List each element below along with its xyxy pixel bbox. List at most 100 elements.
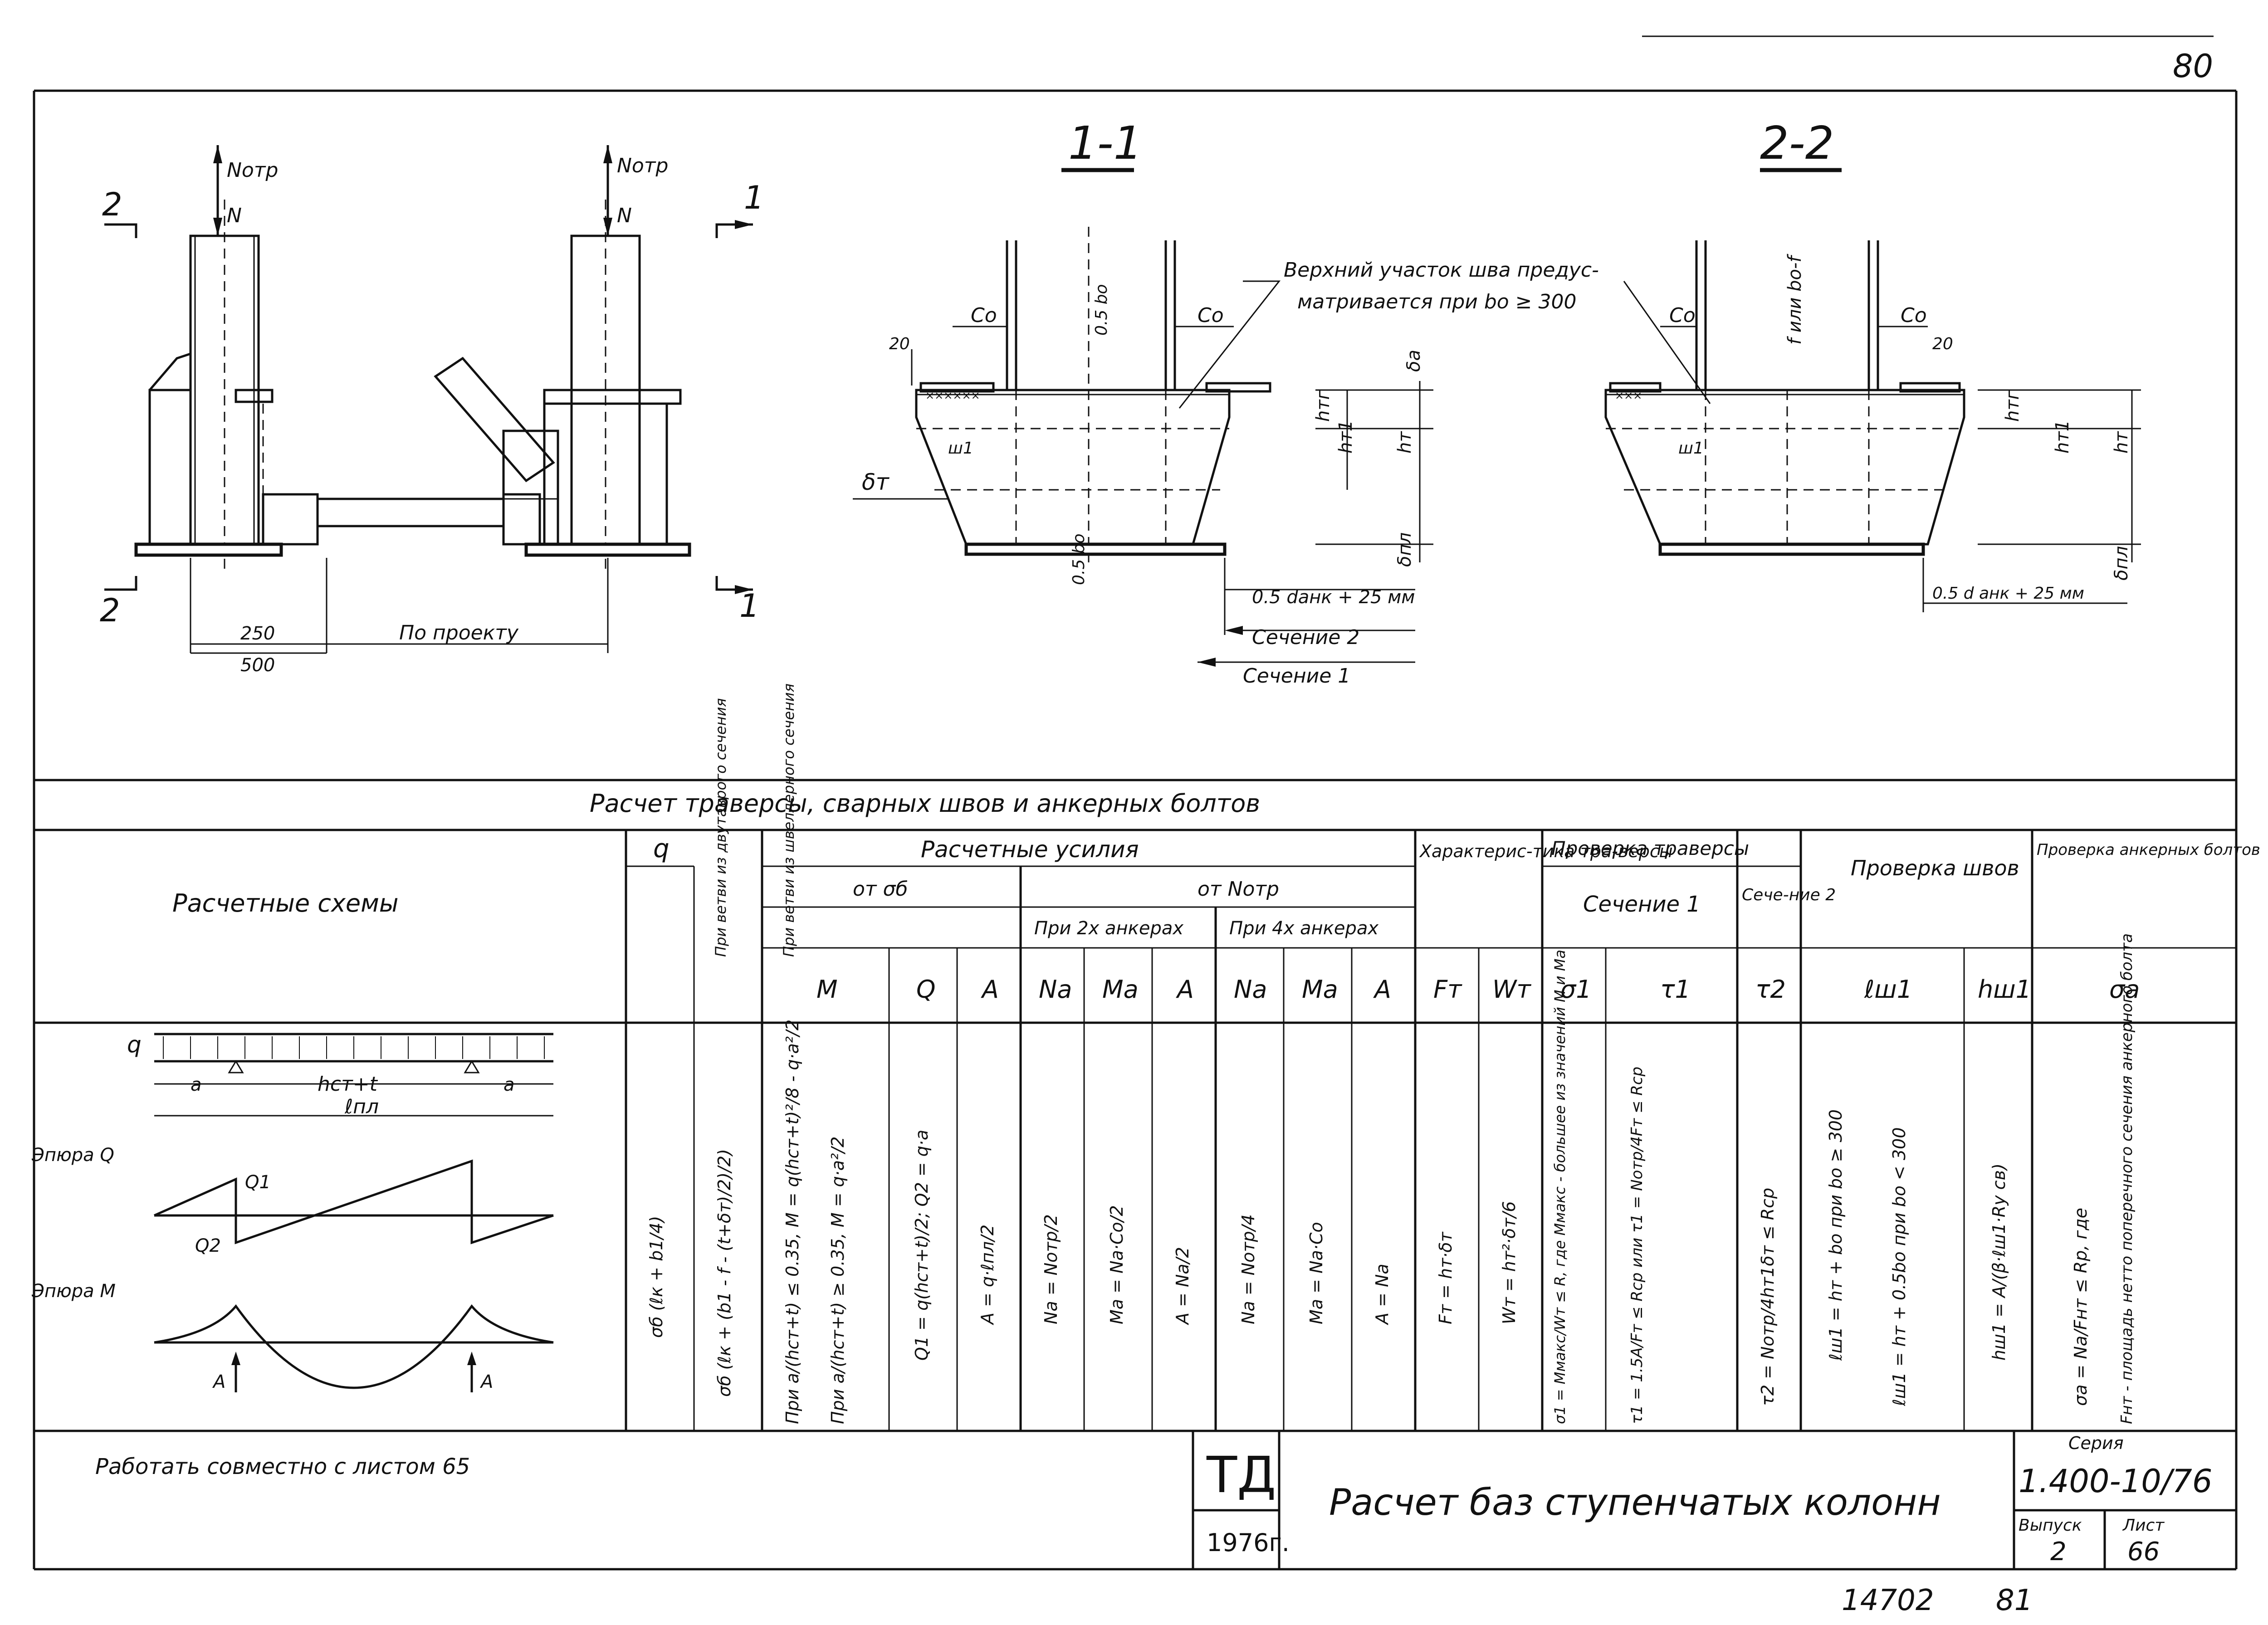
sub-header-ma4: Ma — [1302, 975, 1338, 1004]
header-check-trav: Проверка траверсы — [1551, 837, 1749, 859]
dim-500: 500 — [240, 655, 275, 676]
section-2-ht1: hт1 — [2052, 420, 2073, 454]
sub-header-sigma-a: σa — [2109, 975, 2140, 1004]
formula-tau2: τ2 = Nотр/4hт1δт ≤ Rср — [1758, 1188, 1778, 1406]
cut-mark-1-top: 1 — [744, 179, 764, 216]
formula-sigma-a-note: Fнт - площадь нетто поперечного сечения … — [2118, 933, 2136, 1424]
scheme-a-left: a — [191, 1074, 202, 1095]
archive-number: 14702 — [1842, 1584, 1934, 1617]
cut-mark-2-bottom: 2 — [100, 592, 120, 629]
header-schemes: Расчетные схемы — [172, 889, 399, 917]
sub-header-na4: Na — [1234, 975, 1267, 1004]
header-sec1: Сечение 1 — [1583, 892, 1701, 917]
header-from-notr: от Nотр — [1198, 878, 1279, 901]
section-2-weld-label: ш1 — [1678, 439, 1704, 458]
section-1-c0-left: Co — [971, 304, 997, 327]
section-2-label: Сечение 2 — [1252, 626, 1359, 649]
force-notr-1: Nотр — [227, 159, 278, 182]
formula-q2: σб (ℓк + (b1 - f - (t+δт)/2)/2) — [714, 1149, 734, 1397]
sub-header-ft: Fт — [1433, 975, 1462, 1004]
formula-ma2: Ma = Na·Co/2 — [1107, 1205, 1127, 1324]
series-value: 1.400-10/76 — [2019, 1463, 2212, 1500]
section-1-1 — [853, 168, 1433, 667]
section-1-05b0-top: 0.5 bo — [1092, 284, 1111, 336]
formula-a4: A = Na — [1372, 1264, 1392, 1326]
calc-scheme — [153, 1033, 554, 1392]
section-1-title: 1-1 — [1068, 117, 1142, 170]
section-1-note: Верхний участок шва предус- — [1284, 259, 1599, 282]
cut-mark-1-bottom: 1 — [739, 587, 760, 625]
section-2-ht: hт — [2111, 431, 2132, 454]
sheet-number-top: 80 — [2173, 48, 2213, 85]
calc-table — [34, 779, 2236, 1432]
sub-header-ma2: Ma — [1102, 975, 1139, 1004]
force-n-1: N — [227, 204, 242, 227]
header-q-sub2: При ветви из швеллерного сечения — [780, 683, 797, 957]
section-1-note-2: матривается при bo ≥ 300 — [1297, 290, 1577, 313]
section-2-weld-marks: ××× — [1615, 389, 1642, 402]
reaction-2: A — [479, 1371, 493, 1392]
formula-tau1: τ1 = 1.5A/Fт ≤ Rср или τ1 = Nотр/4Fт ≤ R… — [1628, 1067, 1646, 1424]
formula-m1: При a/(hст+t) ≤ 0.35, M = q(hст+t)²/8 - … — [782, 1020, 802, 1424]
scheme-span: hст+t — [318, 1073, 378, 1096]
sub-header-tau1: τ1 — [1660, 975, 1691, 1004]
load-arrows — [163, 1036, 545, 1059]
header-2-anchors: При 2х анкерах — [1034, 918, 1183, 939]
header-check-welds: Проверка швов — [1851, 856, 2019, 880]
section-1-delta-a: δa — [1403, 350, 1424, 372]
header-char: Характерис-тика тра-версы — [1419, 841, 1673, 861]
section-2-f: f или bo-f — [1784, 254, 1805, 345]
sheet-value: 66 — [2127, 1537, 2160, 1566]
sub-header-m: M — [816, 975, 838, 1004]
formula-sigma1: σ1 = Mмакс/Wт ≤ R, где Mмакс - большее и… — [1551, 950, 1569, 1424]
formula-a-sigma: A = q·ℓпл/2 — [978, 1225, 997, 1326]
section-1-dim-anchor: 0.5 dанк + 25 мм — [1252, 587, 1415, 608]
epure-q2: Q2 — [195, 1235, 221, 1256]
page-number: 81 — [1996, 1584, 2033, 1617]
sub-header-lw1: ℓш1 — [1864, 975, 1912, 1004]
formula-na2: Na = Nотр/2 — [1041, 1214, 1061, 1324]
table-title: Расчет траверсы, сварных швов и анкерных… — [590, 789, 1260, 818]
scheme-length: ℓпл — [344, 1095, 379, 1118]
formula-wt: Wт = hт²·δт/6 — [1499, 1201, 1519, 1324]
section-1-weld-marks: ×××××× — [925, 389, 980, 402]
epure-m-label: Эпюра М — [31, 1281, 116, 1302]
formula-lw1a: ℓш1 = hт + bo при bo ≥ 300 — [1826, 1109, 1846, 1361]
formula-hw1: hш1 = A/(β·ℓш1·Rу св) — [1989, 1163, 2009, 1361]
epure-q-label: Эпюра Q — [31, 1145, 114, 1166]
section-1-c0-right: Co — [1198, 304, 1224, 327]
force-notr-2: Nотр — [617, 154, 668, 177]
section-1-weld-label: ш1 — [948, 439, 973, 458]
formula-a2: A = Na/2 — [1173, 1247, 1193, 1326]
formula-q1: σб (ℓк + b1/4) — [646, 1216, 666, 1338]
section-2-c0-right: Co — [1901, 304, 1927, 327]
formula-ma4: Ma = Na·Co — [1306, 1222, 1326, 1324]
cut-mark-2-top: 2 — [102, 186, 122, 223]
header-4-anchors: При 4х анкерах — [1229, 918, 1378, 939]
section-2-c0-left: Co — [1669, 304, 1696, 327]
formula-lw1b: ℓш1 = hт + 0.5bo при bo < 300 — [1889, 1127, 1909, 1406]
formula-na4: Na = Nотр/4 — [1238, 1214, 1258, 1324]
header-q: q — [653, 834, 670, 864]
title-logo: ТД — [1206, 1446, 1276, 1504]
series-label: Серия — [2068, 1433, 2124, 1453]
header-q-sub1: При ветви из двутаврого сечения — [712, 698, 729, 957]
section-1-20: 20 — [889, 335, 910, 353]
formula-q-force: Q1 = q(hст+t)/2; Q2 = q·a — [912, 1130, 932, 1361]
section-1-05b0-bottom: 0.5 bo — [1070, 533, 1088, 585]
issue-label: Выпуск — [2019, 1516, 2082, 1535]
sub-header-a2: A — [1176, 975, 1194, 1004]
section-2-2 — [1604, 168, 2141, 612]
header-forces: Расчетные усилия — [921, 836, 1139, 863]
sub-header-sigma1: σ1 — [1560, 975, 1592, 1004]
header-sec2: Сече-ние 2 — [1742, 886, 1836, 904]
reaction-1: A — [212, 1371, 225, 1392]
section-2-delta-pl: δпл — [2111, 546, 2132, 581]
sub-header-hw1: hш1 — [1978, 975, 2031, 1004]
epure-q1: Q1 — [245, 1172, 271, 1193]
title-year: 1976г. — [1207, 1528, 1290, 1557]
sub-header-wt: Wт — [1492, 975, 1531, 1004]
section-2-htg: hтг — [2002, 390, 2023, 422]
sub-header-q: Q — [916, 975, 936, 1004]
